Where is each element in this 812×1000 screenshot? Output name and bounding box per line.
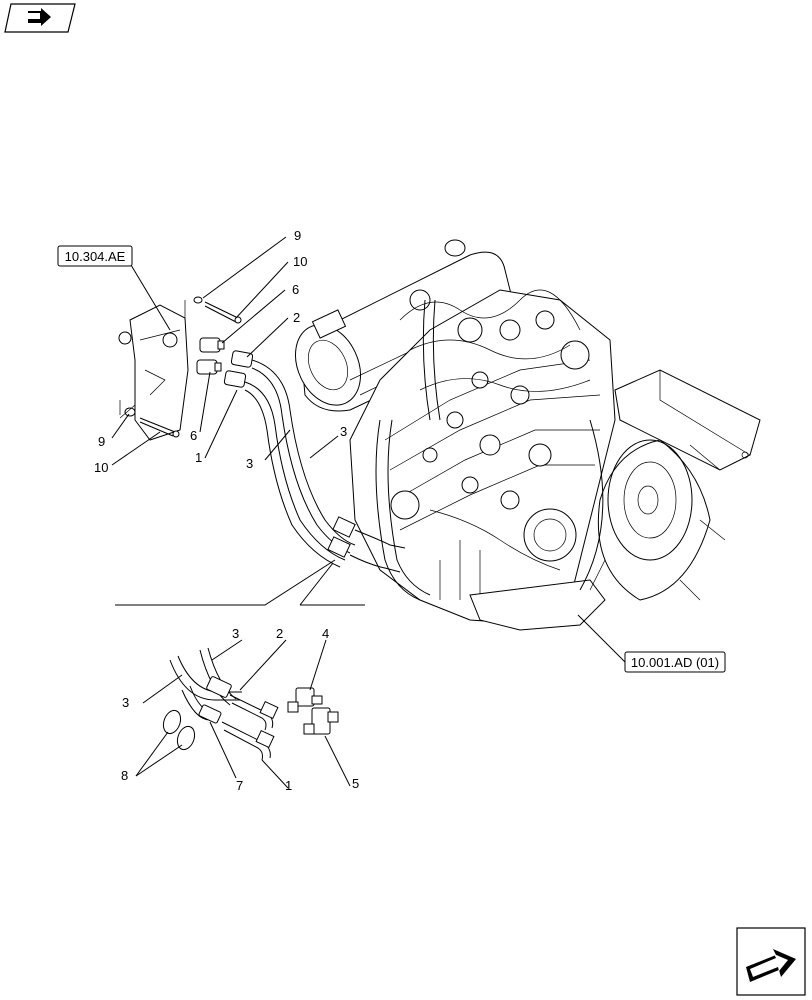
fitting-part-4 <box>287 687 323 713</box>
callout-3-left: 3 <box>246 456 253 471</box>
hose-assembly <box>223 350 406 573</box>
callout-1-top: 1 <box>195 450 202 465</box>
callout-6-bottom: 6 <box>190 428 197 443</box>
callout-10-top: 10 <box>293 254 307 269</box>
callout-labels: 9 10 6 2 9 10 6 1 3 3 3 2 4 3 8 7 1 5 <box>94 228 359 793</box>
detail-callout-2: 2 <box>276 626 283 641</box>
next-page-icon[interactable] <box>736 927 806 996</box>
detail-callout-7: 7 <box>236 778 243 793</box>
engine-assembly <box>295 239 761 631</box>
detail-callout-3a: 3 <box>232 626 239 641</box>
detail-view <box>162 647 339 761</box>
callout-3-right: 3 <box>340 424 347 439</box>
ref-label-10-304-ae[interactable]: 10.304.AE <box>65 249 126 264</box>
detail-callout-4: 4 <box>322 626 329 641</box>
leader-lines <box>111 236 626 789</box>
bolt-bottom <box>124 407 180 438</box>
detail-callout-5: 5 <box>352 776 359 791</box>
side-cover <box>614 369 761 471</box>
muffler-cylinder <box>295 239 521 412</box>
detail-callout-1: 1 <box>285 778 292 793</box>
filter-housing <box>118 300 189 441</box>
callout-9-left: 9 <box>98 434 105 449</box>
ref-box-10-001-ad[interactable]: 10.001.AD (01) <box>624 651 726 673</box>
fitting-part-6 <box>196 337 225 375</box>
callout-10-left: 10 <box>94 460 108 475</box>
fitting-part-5 <box>303 707 339 735</box>
previous-page-icon[interactable] <box>4 3 76 33</box>
fan-pulley <box>579 419 726 601</box>
bolt-top <box>193 296 242 324</box>
callout-6-top: 6 <box>292 282 299 297</box>
ref-box-10-304-ae[interactable]: 10.304.AE <box>57 245 133 267</box>
ref-label-10-001-ad[interactable]: 10.001.AD (01) <box>631 655 719 670</box>
callout-2-top: 2 <box>293 310 300 325</box>
engine-block <box>349 289 616 631</box>
detail-callout-3b: 3 <box>122 695 129 710</box>
callout-9-top: 9 <box>294 228 301 243</box>
detail-callout-8: 8 <box>121 768 128 783</box>
